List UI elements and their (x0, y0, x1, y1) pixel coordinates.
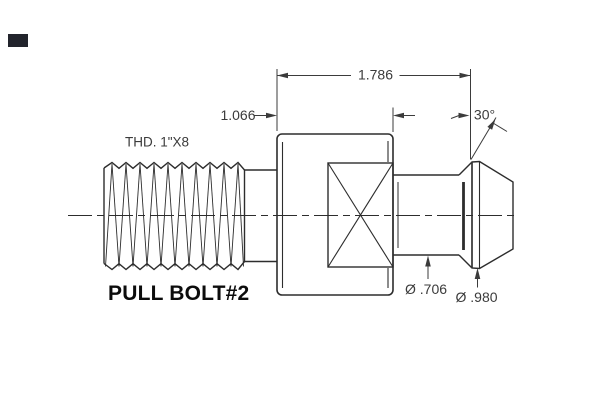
thread-flank-line (230, 163, 239, 267)
thread-spec-label: THD. 1"X8 (125, 135, 189, 150)
dim-neck-diameter-label: Ø .706 (405, 281, 447, 297)
dim-neck-diameter: Ø .706 (405, 255, 447, 297)
thread-flank-line (174, 163, 183, 267)
thread-flank-line (188, 163, 197, 267)
dim-overall-length: 1.786 (276, 67, 471, 160)
thread-flank-line (195, 163, 204, 267)
shank (244, 169, 277, 263)
neck (393, 162, 472, 268)
dim-body-length-label: 1.066 (220, 107, 255, 123)
part-title: PULL BOLT#2 (108, 282, 249, 305)
thread-flank-line (153, 163, 162, 267)
thread-flank-line (160, 163, 169, 267)
thread-edge (103, 161, 246, 171)
thread-flank-line (237, 163, 244, 267)
dim-head-diameter-label: Ø .980 (455, 289, 497, 305)
thread-flank-line (111, 163, 120, 267)
thread-flank-line (181, 163, 190, 267)
head-profile (471, 160, 514, 270)
corner-artifact-mark (8, 34, 28, 47)
thread-profile (103, 161, 246, 271)
thread-flank-line (167, 163, 176, 267)
thread-flank-line (146, 163, 155, 267)
thread-flank-line (105, 163, 113, 267)
thread-flank-line (209, 163, 218, 267)
dim-head-angle: 30° (450, 107, 508, 160)
dim-overall-length-label: 1.786 (358, 67, 393, 83)
thread-flank-line (125, 163, 134, 267)
thread-edge (103, 261, 246, 271)
flange-body (276, 133, 394, 296)
dim-body-length: 1.066 (220, 107, 415, 132)
thread-flank-line (216, 163, 225, 267)
thread-flank-line (202, 163, 211, 267)
thread-flank-line (118, 163, 127, 267)
dim-head-diameter: Ø .980 (455, 268, 498, 305)
thread-flank-line (132, 163, 141, 267)
cross-box (327, 162, 394, 268)
thread-flank-line (139, 163, 148, 267)
dim-head-angle-label: 30° (474, 107, 495, 123)
thread-flank-line (223, 163, 232, 267)
